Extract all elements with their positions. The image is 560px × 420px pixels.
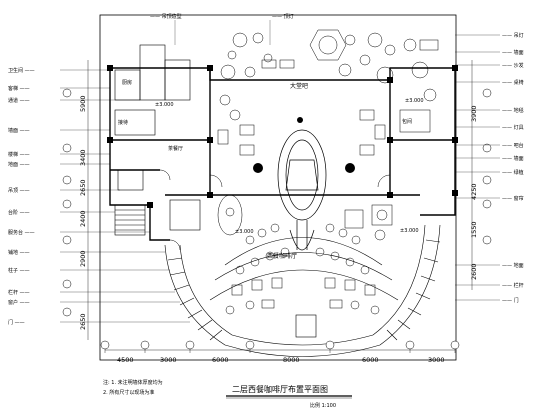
leader-lines — [60, 20, 500, 323]
callout-label: 地面 —— — [8, 161, 30, 168]
callout-label: —— 顶灯 — [272, 13, 294, 20]
callout-label: —— 吊灯 — [502, 32, 524, 39]
callout-label: 卫生间 —— — [8, 67, 35, 74]
room-label-cafe: 西餐咖啡厅 — [267, 252, 297, 260]
callout-label: 铺地 —— — [8, 249, 30, 256]
room-label-r2: 接待 — [118, 119, 128, 126]
dimension-label: 2400 — [79, 210, 87, 227]
dimension-label: 2600 — [470, 263, 478, 280]
cafe-seating — [209, 194, 399, 315]
callout-label: 窗户 —— — [8, 299, 30, 306]
sheet-frame — [99, 14, 457, 361]
note-line: 2. 所有尺寸以现场为准 — [103, 389, 154, 396]
callout-label: 客梯 —— — [8, 85, 30, 92]
dimension-label: 1550 — [470, 221, 478, 238]
elevation-mark: ±3.000 — [405, 98, 424, 104]
dimension-label: 8000 — [283, 356, 300, 364]
callout-label: 楼梯 —— — [8, 151, 30, 158]
callout-label: —— 墙面 — [502, 49, 524, 56]
callout-label: —— 桌椅 — [502, 79, 524, 86]
grid-bubbles-bottom — [100, 340, 460, 350]
dimension-label: 2650 — [79, 179, 87, 196]
top-lounge-furniture — [217, 29, 439, 156]
room-label-r3: 包间 — [402, 118, 412, 125]
callout-label: —— 沙发 — [502, 62, 524, 69]
callout-label: 栏杆 —— — [8, 289, 30, 296]
room-label-main-hall: 大堂吧 — [290, 82, 308, 90]
callout-label: —— 吊顶造型 — [150, 13, 182, 20]
grid-bubbles-left — [62, 88, 72, 317]
dimension-lines — [87, 60, 473, 353]
room-label-r1: 厨房 — [122, 79, 132, 86]
elevation-mark: ±3.000 — [235, 229, 254, 235]
dimension-label: 3400 — [79, 149, 87, 166]
callout-label: 柱子 —— — [8, 267, 30, 274]
dimension-label: 3000 — [428, 356, 445, 364]
dimension-label: 2650 — [79, 313, 87, 330]
callout-label: —— 绿植 — [502, 169, 524, 176]
dimension-label: 3900 — [470, 105, 478, 122]
elevation-mark: ±3.000 — [155, 102, 174, 108]
callout-label: 服务台 —— — [8, 229, 35, 236]
callout-label: —— 栏杆 — [502, 282, 524, 289]
curved-stairs — [164, 224, 441, 357]
callout-label: —— 灯具 — [502, 124, 524, 131]
callout-label: 通道 —— — [8, 97, 30, 104]
callout-label: —— 墙面 — [502, 155, 524, 162]
callout-label: —— 地面 — [502, 262, 524, 269]
callout-label: —— 门 — [502, 297, 519, 304]
callout-label: —— 吧台 — [502, 142, 524, 149]
elevation-mark: ±3.000 — [400, 228, 419, 234]
dimension-label: 3000 — [160, 356, 177, 364]
callout-label: 墙面 —— — [8, 127, 30, 134]
callout-label: 门 —— — [8, 319, 25, 326]
left-callouts: 卫生间 —— 客梯 —— 通道 —— 墙面 —— 楼梯 —— 地面 —— 吊顶 … — [8, 67, 35, 326]
dimension-label: 6000 — [212, 356, 229, 364]
left-dimensions: 5900 3400 2650 2400 2900 2650 — [79, 95, 87, 330]
note-line: 注: 1. 未注明墙体厚度均为 — [103, 379, 163, 386]
dimension-label: 4500 — [117, 356, 134, 364]
dimension-label: 6000 — [362, 356, 379, 364]
dimension-label: 4250 — [470, 183, 478, 200]
right-callouts: —— 吊灯 —— 墙面 —— 沙发 —— 桌椅 —— 地毯 —— 灯具 —— 吧… — [502, 32, 524, 304]
doors — [159, 169, 391, 251]
grid-bubbles-right — [482, 88, 492, 245]
drawing-scale: 比例 1:100 — [310, 402, 336, 409]
building-walls — [109, 67, 456, 241]
callout-label: 吊顶 —— — [8, 188, 30, 194]
callout-label: —— 窗帘 — [502, 195, 524, 202]
left-utility-rooms — [114, 44, 201, 236]
dimension-label: 5900 — [79, 95, 87, 112]
right-dimensions: 3900 4250 1550 2600 — [470, 105, 478, 280]
dimension-label: 2900 — [79, 250, 87, 267]
central-feature — [277, 129, 327, 251]
callout-label: —— 地毯 — [502, 107, 524, 114]
callout-label: 台阶 —— — [8, 209, 30, 216]
room-label-tea: 茶餐厅 — [168, 145, 183, 152]
structural-columns — [107, 65, 458, 208]
drawing-title: 二层西餐咖啡厅布置平面图 — [232, 384, 328, 394]
